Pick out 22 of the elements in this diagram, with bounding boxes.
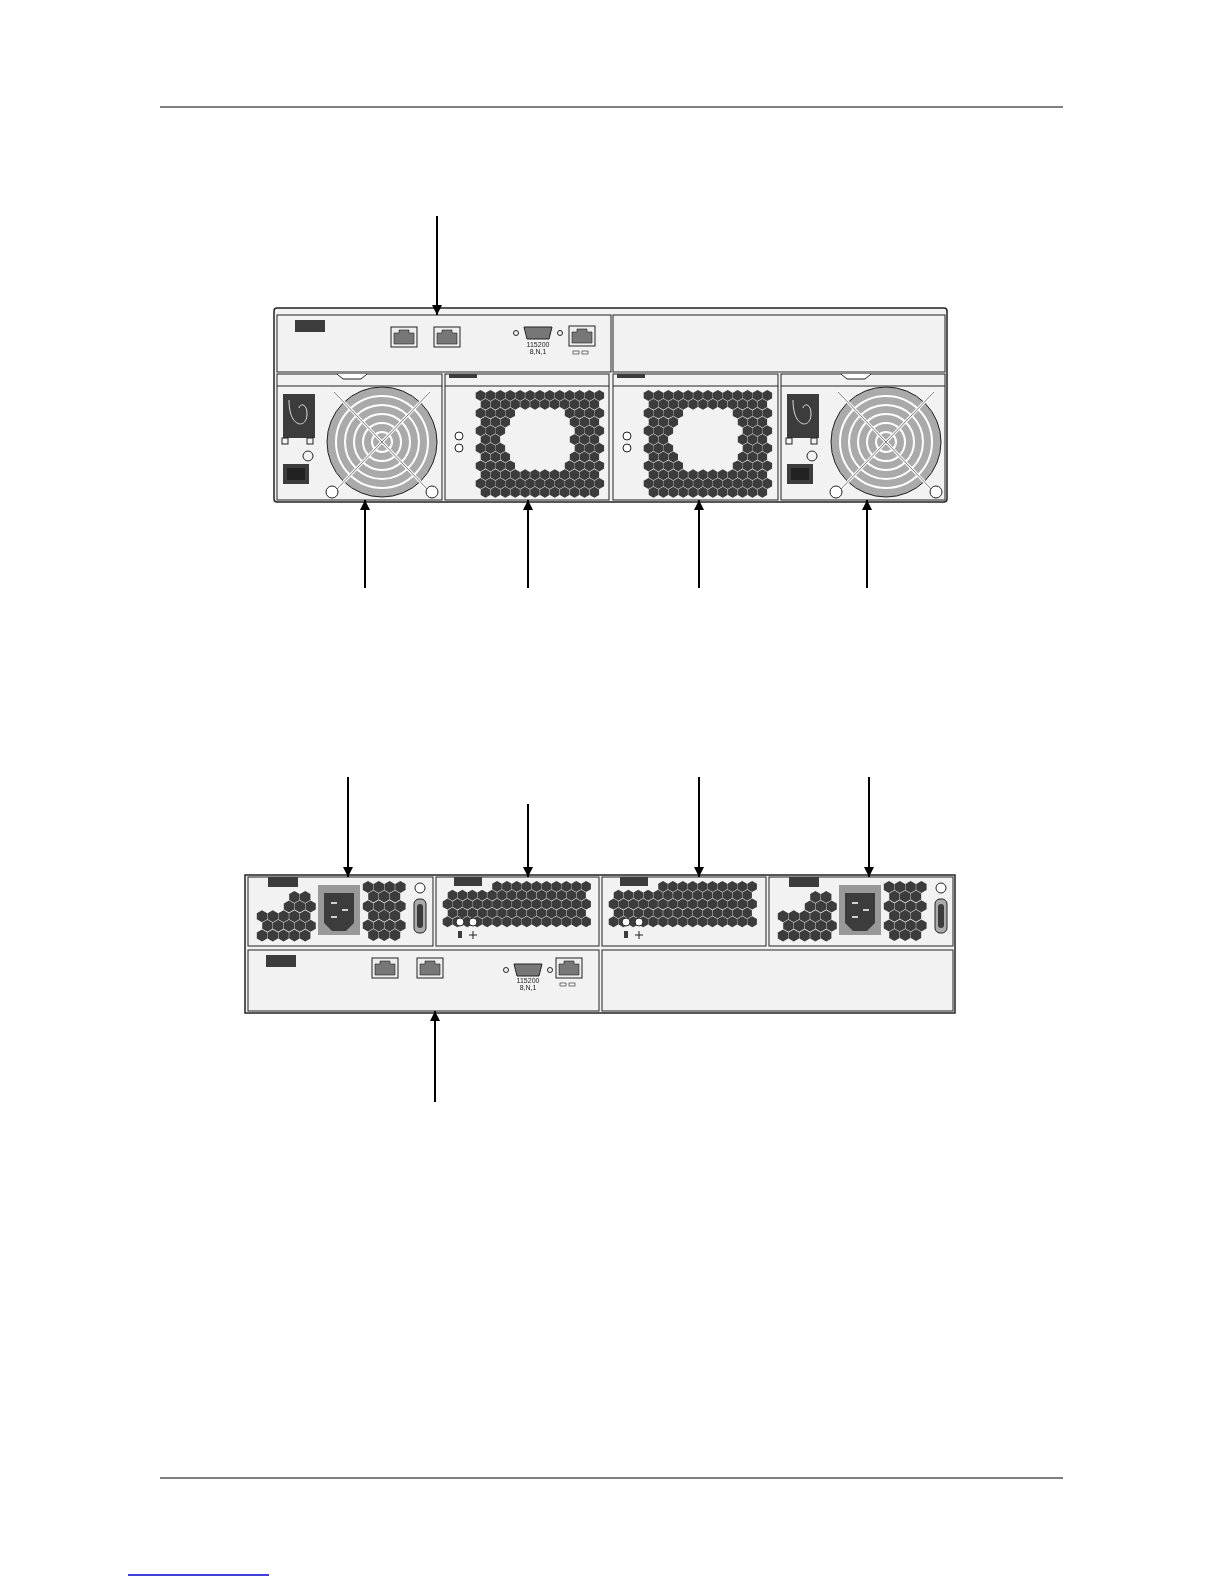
leader-arrow (523, 803, 533, 878)
leader-arrow (360, 499, 370, 589)
blank-panel (612, 314, 946, 373)
power-supply-module (247, 876, 434, 947)
fan-module (435, 876, 600, 947)
leader-arrow (862, 499, 872, 589)
power-supply-module (276, 373, 443, 501)
leader-arrow (343, 776, 353, 878)
leader-arrow (523, 499, 533, 589)
leader-arrow (430, 1010, 440, 1103)
blank-panel (601, 949, 954, 1012)
fan-module (444, 373, 610, 501)
leader-arrow (694, 776, 704, 878)
leader-arrow (694, 499, 704, 589)
leader-arrow (432, 215, 442, 316)
fan-module (612, 373, 779, 501)
power-supply-module (768, 876, 954, 947)
controller-module (276, 314, 612, 373)
controller-module (247, 949, 600, 1012)
power-supply-module (780, 373, 946, 501)
leader-arrow (864, 776, 874, 878)
fan-module (601, 876, 767, 947)
